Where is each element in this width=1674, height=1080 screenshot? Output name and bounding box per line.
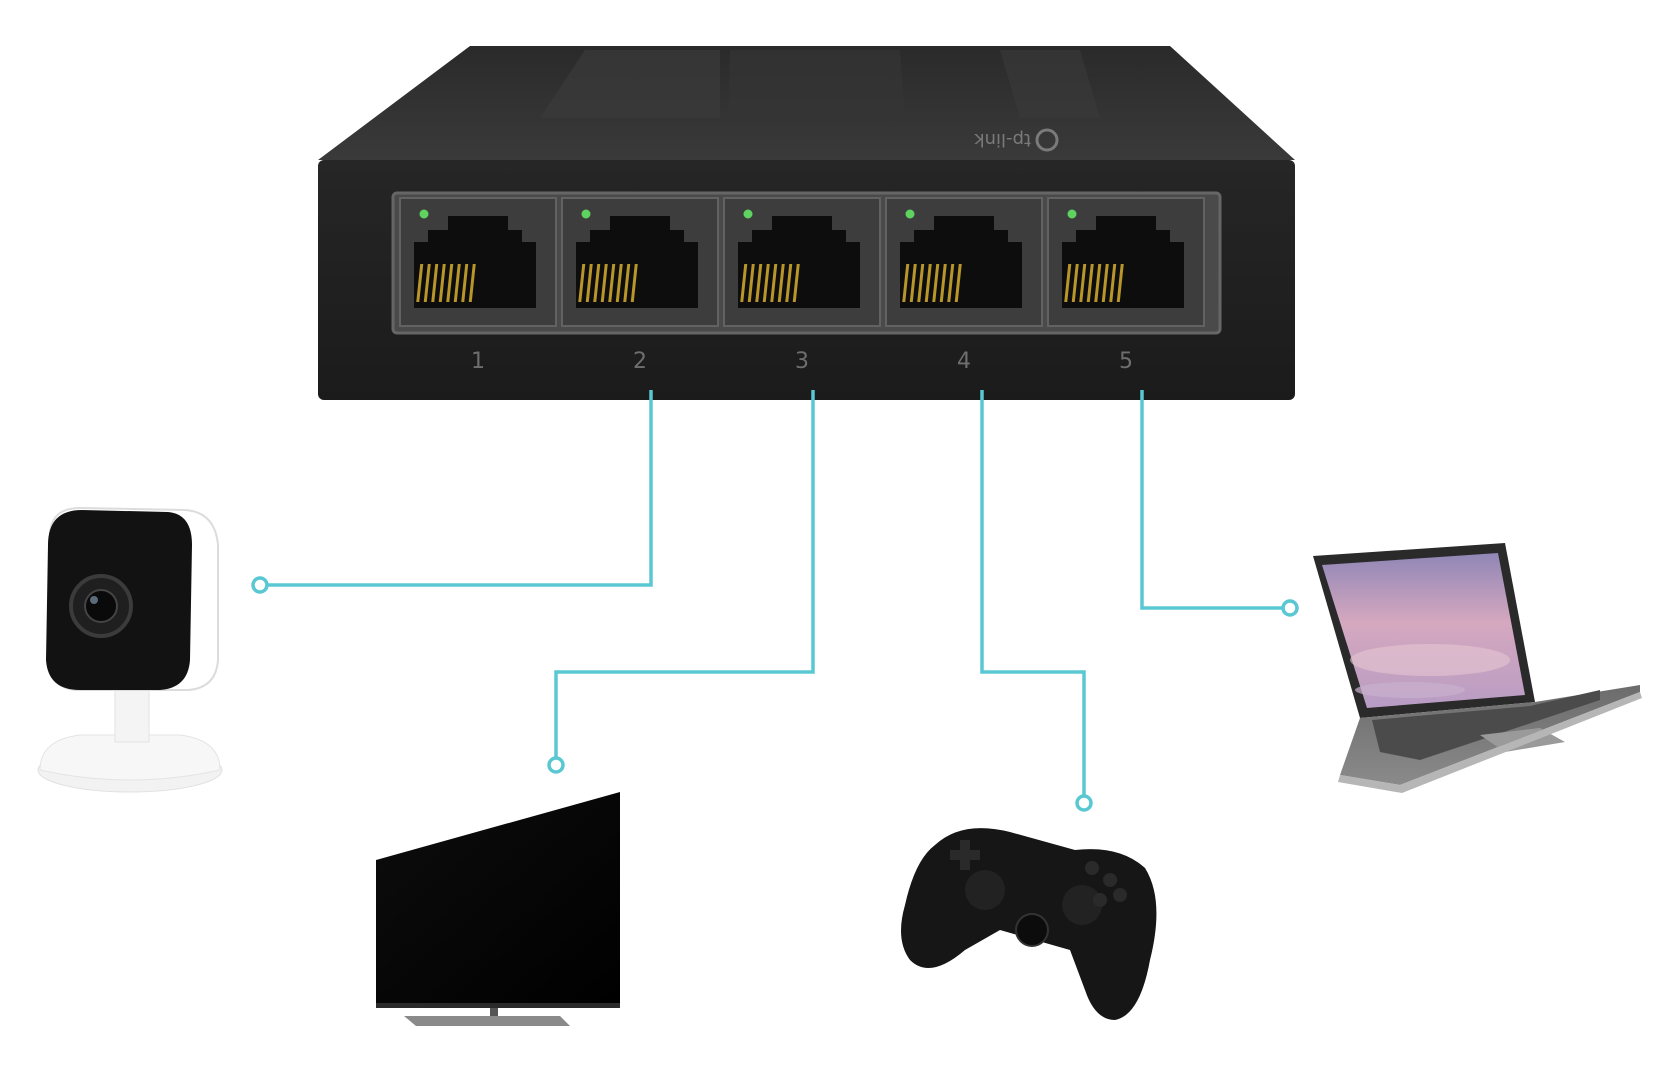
port-pin [1094,264,1102,302]
port-pin [924,264,932,302]
cable-port-3-tv [554,390,815,765]
port-number-label: 2 [633,349,647,374]
port-pin [416,264,424,302]
port-pin [747,264,755,302]
port-pin [1079,264,1087,302]
switch-top-accent [540,50,720,118]
port-pin [615,264,623,302]
ethernet-port-5: 5 [1047,197,1205,374]
port-pin [423,264,431,302]
port-pin [585,264,593,302]
port-led-icon [905,209,915,219]
port-pin [1109,264,1117,302]
port-pin [954,264,962,302]
port-number-label: 5 [1119,349,1133,374]
port-pin [939,264,947,302]
port-pin [777,264,785,302]
cable-port-2-camera [260,390,653,587]
port-pin [578,264,586,302]
brand-text: tp-link [974,129,1031,150]
port-pin [909,264,917,302]
port-pin [1101,264,1109,302]
ethernet-port-3: 3 [723,197,881,374]
port-pin [1071,264,1079,302]
port-pin [438,264,446,302]
laptop-icon [1313,543,1642,793]
port-pin [740,264,748,302]
port-pin [623,264,631,302]
port-pin [608,264,616,302]
port-pin [593,264,601,302]
port-pin [461,264,469,302]
tplink-logo: tp-link [974,128,1059,152]
port-pin [1116,264,1124,302]
port-pin [932,264,940,302]
port-number-label: 1 [471,349,485,374]
port-led-icon [743,209,753,219]
ethernet-port-2: 2 [561,197,719,374]
gamepad-icon [901,828,1157,1020]
port-socket [738,216,860,308]
network-switch: tp-link 1 2 3 4 5 [318,46,1295,400]
port-led-icon [581,209,591,219]
port-pin [468,264,476,302]
port-socket [1062,216,1184,308]
port-pin [453,264,461,302]
ethernet-port-1: 1 [399,197,557,374]
port-pin [762,264,770,302]
cables [251,390,1299,812]
port-pin [947,264,955,302]
cable-port-4-gamepad [980,390,1086,803]
tv-icon [376,792,620,1026]
port-led-icon [419,209,429,219]
cable-end-gamepad [1075,794,1093,812]
port-pin [792,264,800,302]
port-pin [917,264,925,302]
port-number-label: 3 [795,349,809,374]
port-pin [770,264,778,302]
cable-end-laptop [1281,599,1299,617]
port-socket [900,216,1022,308]
port-socket [576,216,698,308]
cable-end-camera [251,576,269,594]
port-socket [414,216,536,308]
port-pin [785,264,793,302]
cable-port-5-laptop [1140,390,1290,610]
port-pin [902,264,910,302]
port-pin [755,264,763,302]
port-pin [446,264,454,302]
cable-end-tv [547,756,565,774]
port-pin [630,264,638,302]
port-pin [1086,264,1094,302]
port-pin [1064,264,1072,302]
port-led-icon [1067,209,1077,219]
camera-icon [37,506,223,793]
ethernet-port-4: 4 [885,197,1043,374]
port-pin [600,264,608,302]
port-pin [431,264,439,302]
port-number-label: 4 [957,349,971,374]
